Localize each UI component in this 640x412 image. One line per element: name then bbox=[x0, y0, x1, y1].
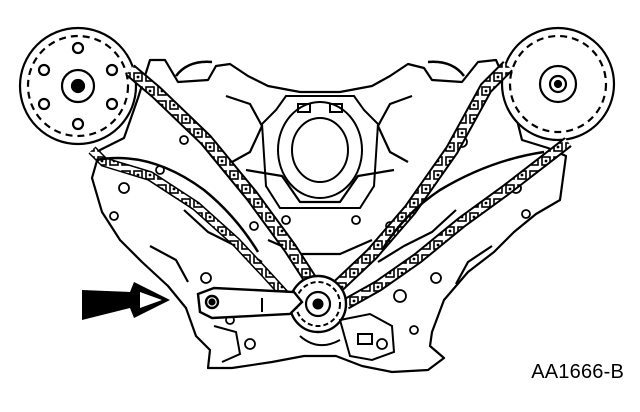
right-camshaft-sprocket bbox=[500, 26, 616, 142]
oil-pump-housing bbox=[213, 312, 396, 363]
figure-id-label: AA1666-B bbox=[531, 361, 624, 383]
crankshaft-sprocket bbox=[288, 274, 348, 347]
right-timing-chain bbox=[331, 61, 572, 310]
engine-block bbox=[90, 58, 568, 374]
arrow-right-icon bbox=[82, 282, 170, 320]
chain-tensioner-arm bbox=[196, 286, 304, 320]
left-camshaft-sprocket bbox=[18, 26, 138, 146]
left-timing-chain bbox=[88, 64, 318, 300]
front-cover-opening bbox=[260, 95, 380, 209]
chain-guides bbox=[95, 60, 545, 253]
